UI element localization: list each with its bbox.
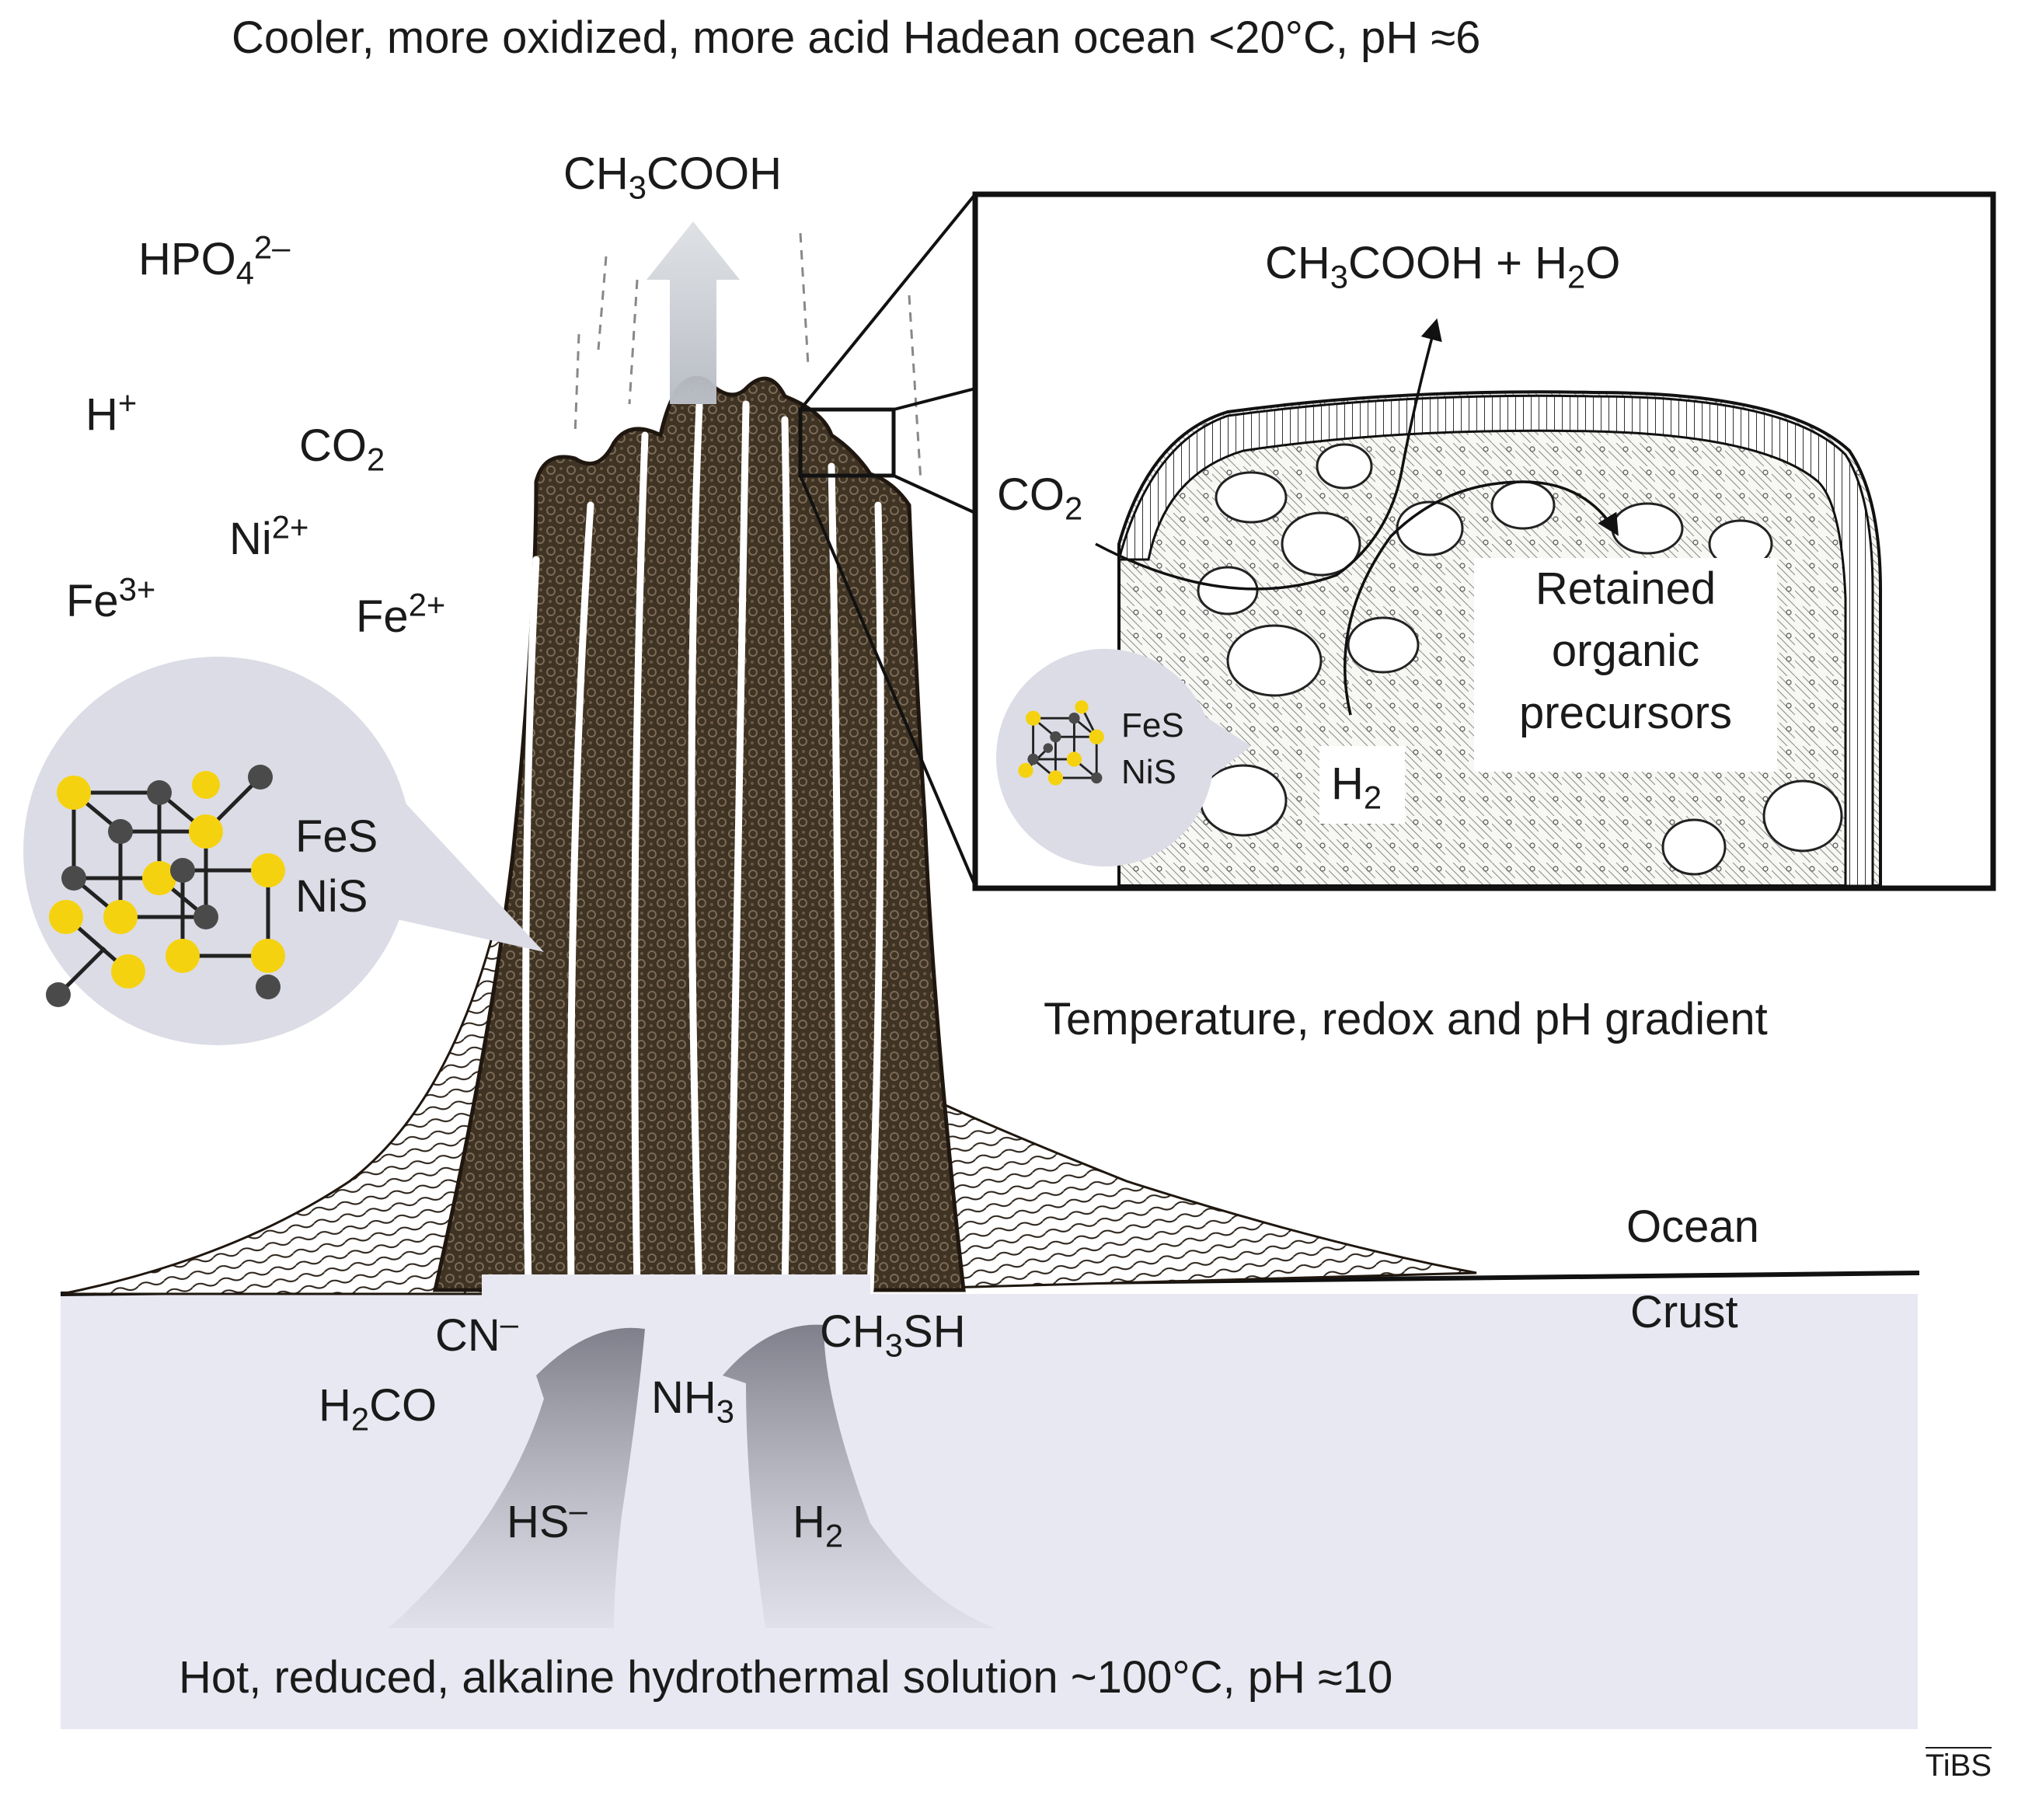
retained-precursors-label: Retained organic precursors [1474,558,1777,772]
species-ni: Ni2+ [229,508,309,564]
upward-flow-arrow-icon [723,1324,995,1628]
cluster-label-nis: NiS [295,871,368,922]
vent-gap [482,1274,870,1298]
effluent-streaks [573,232,922,483]
upward-flow-arrow-icon [389,1327,645,1628]
inset-cluster-callout [996,649,1214,866]
chimney-flank-left [61,915,545,1295]
vent-product-acetate: CH3COOH [563,148,782,206]
ocean-conditions-label: Cooler, more oxidized, more acid Hadean … [232,12,1481,63]
species-cn: CN– [435,1305,519,1361]
zoom-connector [799,475,977,887]
zoom-region-box [798,407,896,478]
callout-pointer [369,785,544,952]
species-h2co: H2CO [319,1380,437,1438]
inset-arrow-co2 [1095,318,1442,591]
crust-label: Crust [1630,1287,1738,1337]
zoom-connector [799,193,977,411]
chimney-channels [522,400,884,1294]
fes-nis-cluster-icon [46,765,285,1007]
inset-callout-pointer [1197,711,1251,785]
hydrothermal-conditions-label: Hot, reduced, alkaline hydrothermal solu… [179,1652,1393,1703]
species-fe3: Fe3+ [66,570,156,626]
gradient-label: Temperature, redox and pH gradient [1044,994,1768,1044]
zoom-connector [893,387,976,411]
cluster-callout [23,657,412,1045]
chimney-flank-right [908,1086,1477,1290]
ocean-label: Ocean [1626,1201,1759,1252]
species-nh3: NH3 [651,1372,735,1430]
inset-cluster-label-fes: FeS [1121,706,1184,744]
inset-arrow-h2 [1344,480,1619,716]
chimney-body [432,375,966,1292]
cluster-label-fes: FeS [295,811,378,862]
inset-h2-label: H2 [1331,758,1382,816]
inset-cluster-label-nis: NiS [1121,753,1176,791]
inset-co2-label: CO2 [997,469,1083,527]
fes-nis-cluster-icon [1018,700,1104,786]
inset-outer-wall [1117,394,1874,887]
species-hs: HS– [507,1491,587,1547]
species-h2: H2 [793,1497,844,1554]
species-ch3sh: CH3SH [820,1306,966,1364]
species-hpo4: HPO42– [138,228,291,291]
upward-flow-arrow-icon [647,221,740,404]
inset-product-label: CH3COOH + H2O [1265,238,1621,295]
inset-h2-box [1319,746,1405,824]
zoom-connector [893,474,976,514]
journal-mark: TiBS [1925,1747,1992,1783]
species-co2: CO2 [299,420,385,478]
species-h-plus: H+ [85,384,138,440]
species-fe2: Fe2+ [356,586,446,642]
crust-layer [61,1294,1918,1729]
inset-vesicles [1197,443,1843,876]
